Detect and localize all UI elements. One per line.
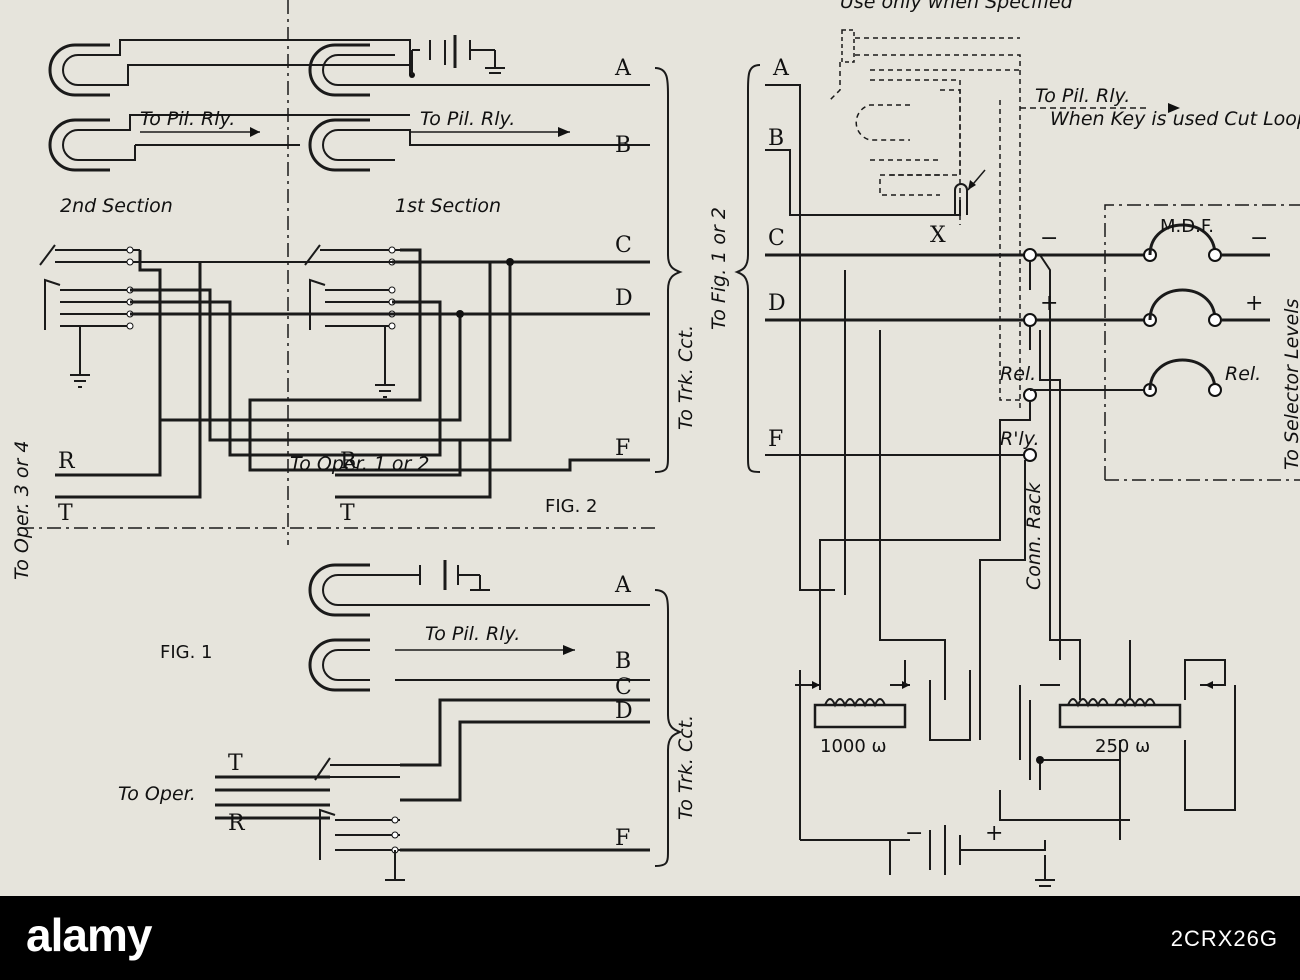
line-b-fig3 xyxy=(765,149,961,216)
jack-2nd-b-inner xyxy=(62,129,110,161)
relay-coil-1000 xyxy=(795,660,971,870)
plus-label: + xyxy=(985,821,1003,846)
to-pil-rly-label: To Pil. Rly. xyxy=(140,108,235,130)
rel-label: Rel. xyxy=(1225,363,1261,385)
plus-label: + xyxy=(1040,291,1058,316)
minus-label: − xyxy=(905,821,923,846)
fig1-labels: FIG. 1 To Pil. Rly. A B C D F T R To Ope… xyxy=(118,573,697,851)
line-b-fig2 xyxy=(110,114,650,161)
jack-1st-a-inner xyxy=(322,54,370,86)
conn-rack-label: Conn. Rack xyxy=(1023,482,1045,590)
label-r: R xyxy=(228,811,246,836)
to-trk-cct-label: To Trk. Cct. xyxy=(675,325,697,430)
battery-fig1 xyxy=(395,560,490,591)
label-r: R xyxy=(58,449,76,474)
minus-label: − xyxy=(1250,226,1268,251)
mdf-label: M.D.F. xyxy=(1160,216,1214,237)
label-t: T xyxy=(58,501,73,526)
brace-fig2 xyxy=(654,67,683,473)
coil-resistance-label: 250 ω xyxy=(1095,736,1150,757)
line-label-f: F xyxy=(615,436,630,461)
line-label-b: B xyxy=(768,126,784,151)
battery-fig2 xyxy=(411,35,505,75)
line-label-c: C xyxy=(615,675,632,700)
minus-label: − xyxy=(1040,226,1058,251)
key-2nd-section xyxy=(39,244,140,388)
label-t: T xyxy=(340,501,355,526)
line-label-d: D xyxy=(768,291,786,316)
line-label-f: F xyxy=(768,427,783,452)
line-a-fig3 xyxy=(765,84,835,591)
line-c-fig1 xyxy=(400,698,650,767)
loop-x xyxy=(954,183,968,215)
to-oper-label: To Oper. 1 or 2 xyxy=(290,453,429,475)
jack-1st-a xyxy=(308,43,370,97)
jack-2nd-a xyxy=(48,43,110,97)
line-label-a: A xyxy=(614,573,632,598)
figure-caption: FIG. 2 xyxy=(545,496,598,517)
to-oper-label: To Oper. xyxy=(118,783,196,805)
line-label-b: B xyxy=(615,133,631,158)
fig3-diagram xyxy=(734,29,1300,887)
key-dashed-assembly xyxy=(829,29,1021,410)
jack-2nd-b xyxy=(48,118,110,172)
rly-label: R'ly. xyxy=(1000,428,1040,450)
relay-coil-250 xyxy=(999,659,1236,821)
to-pil-rly-label: To Pil. Rly. xyxy=(425,623,520,645)
figure-caption: FIG. 1 xyxy=(160,642,213,663)
jack-1st-b xyxy=(308,118,370,172)
fig1-diagram xyxy=(215,560,683,881)
line-label-c: C xyxy=(768,226,785,251)
to-fig-label: To Fig. 1 or 2 xyxy=(708,207,730,330)
rel-label: Rel. xyxy=(1000,363,1036,385)
line-d-fig1 xyxy=(400,720,650,802)
coil-resistance-label: 1000 ω xyxy=(820,736,887,757)
brand-logo: alamy xyxy=(26,909,152,961)
cut-loop-note: When Key is used Cut Loop X xyxy=(1050,108,1300,130)
line-label-c: C xyxy=(615,233,632,258)
key-1st-section xyxy=(304,244,400,398)
line-label-a: A xyxy=(772,56,790,81)
to-selector-label: To Selector Levels xyxy=(1281,299,1300,471)
to-oper-label: To Oper. 3 or 4 xyxy=(11,441,33,580)
to-pil-rly-label: To Pil. Rly. xyxy=(1035,85,1130,107)
label-t: T xyxy=(228,751,243,776)
fig3-labels: Use only when Specified To Pil. Rly. Whe… xyxy=(708,0,1300,846)
line-label-d: D xyxy=(615,286,633,311)
image-id: 2CRX26G xyxy=(1170,926,1278,951)
plus-label: + xyxy=(1245,291,1263,316)
to-trk-cct-label: To Trk. Cct. xyxy=(675,715,697,820)
to-pil-rly-label: To Pil. Rly. xyxy=(420,108,515,130)
use-when-specified-note: Use only when Specified xyxy=(840,0,1074,13)
section-label: 2nd Section xyxy=(60,195,173,217)
line-label-a: A xyxy=(614,56,632,81)
wiring-diagrams: To Pil. Rly. To Pil. Rly. 2nd Section 1s… xyxy=(11,0,1300,887)
fig2-labels: To Pil. Rly. To Pil. Rly. 2nd Section 1s… xyxy=(11,56,697,580)
loop-x-label: X xyxy=(930,223,946,248)
line-label-f: F xyxy=(615,826,630,851)
fig2-diagram xyxy=(20,0,683,545)
label-r: R xyxy=(340,449,358,474)
jack-1st-b-inner xyxy=(322,129,370,161)
watermark-bar: alamy 2CRX26G xyxy=(0,896,1300,980)
section-label: 1st Section xyxy=(395,195,501,217)
line-label-b: B xyxy=(615,649,631,674)
battery-fig3 xyxy=(889,825,1055,887)
jack-2nd-a-inner xyxy=(62,54,110,86)
line-label-d: D xyxy=(615,699,633,724)
line-f-fig2 xyxy=(248,248,650,472)
